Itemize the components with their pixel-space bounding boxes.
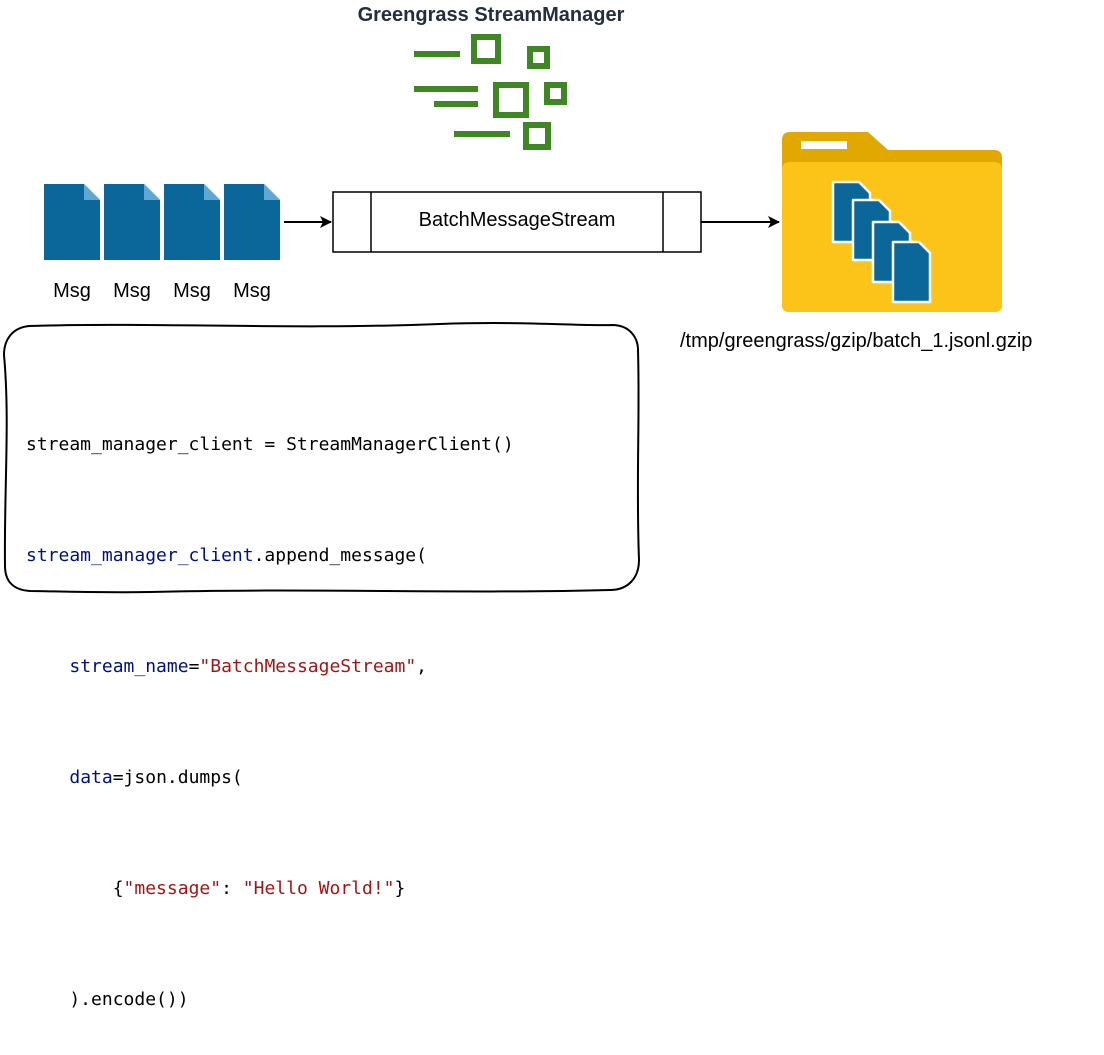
- code-box-border: [2, 322, 641, 594]
- code-indent: [26, 767, 69, 788]
- code-string: "BatchMessageStream": [199, 656, 417, 677]
- code-string: "Hello World!": [242, 878, 395, 899]
- code-keyword-arg: data: [69, 767, 113, 788]
- code-line-3: stream_name="BatchMessageStream",: [26, 648, 514, 685]
- code-text: ).encode()): [26, 989, 189, 1010]
- code-line-6: ).encode()): [26, 981, 514, 1018]
- output-path: /tmp/greengrass/gzip/batch_1.jsonl.gzip: [680, 330, 1033, 352]
- code-text: {: [112, 878, 124, 899]
- code-text: :: [221, 878, 243, 899]
- code-line-5: {"message": "Hello World!"}: [26, 870, 514, 907]
- code-text: ,: [416, 656, 428, 677]
- document-icon: [164, 184, 220, 260]
- diagram-canvas: [2, 34, 1002, 594]
- code-variable: stream_manager_client: [26, 545, 254, 566]
- code-snippet: stream_manager_client = StreamManagerCli…: [26, 352, 514, 1055]
- msg-label: Msg: [173, 280, 211, 302]
- document-icon: [44, 184, 100, 260]
- diagram-title: Greengrass StreamManager: [357, 4, 625, 26]
- code-indent: [26, 656, 69, 677]
- message-icons: [44, 184, 280, 260]
- code-keyword-arg: stream_name: [69, 656, 189, 677]
- document-icon: [104, 184, 160, 260]
- code-line-4: data=json.dumps(: [26, 759, 514, 796]
- code-text: stream_manager_client = StreamManagerCli…: [26, 434, 514, 455]
- code-text: }: [394, 878, 406, 899]
- document-icon: [224, 184, 280, 260]
- code-text: =json.dumps(: [112, 767, 243, 788]
- msg-label: Msg: [53, 280, 91, 302]
- code-text: .append_message(: [253, 545, 427, 566]
- code-indent: [26, 878, 113, 899]
- msg-label: Msg: [113, 280, 151, 302]
- msg-label: Msg: [233, 280, 271, 302]
- code-line-1: stream_manager_client = StreamManagerCli…: [26, 426, 514, 463]
- code-line-2: stream_manager_client.append_message(: [26, 537, 514, 574]
- code-text: =: [188, 656, 200, 677]
- stream-manager-icon: [414, 34, 567, 150]
- folder-icon: [782, 132, 1002, 312]
- stream-name: BatchMessageStream: [418, 209, 616, 231]
- code-string: "message": [123, 878, 222, 899]
